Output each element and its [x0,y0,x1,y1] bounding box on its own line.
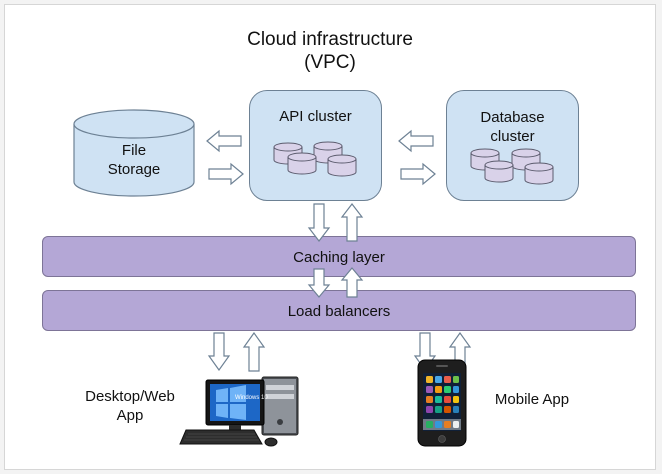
arrow-down-icon [307,203,331,242]
arrow-up-icon [340,203,364,242]
arrow-down-icon [307,268,331,298]
arrow-left-icon [398,129,434,153]
file-storage-label-line-2: Storage [107,161,161,178]
arrow-left-icon [206,129,242,153]
diagram-title: Cloud infrastructure (VPC) [210,28,450,74]
load-balancers-label: Load balancers [287,303,391,320]
api-cluster-label: API cluster [279,108,352,125]
app-grid [423,376,461,430]
database-cluster-label-line-1: Database [480,109,545,126]
desktop-client-label-line-1: Desktop/Web [85,388,175,405]
database-cluster-label-line-2: cluster [490,128,535,145]
load-balancers-bar [42,290,636,331]
mobile-client-label: Mobile App [494,391,570,408]
caching-layer-bar [42,236,636,277]
desktop-client-label: Desktop/Web App [72,387,188,425]
monitor-screen-text: Windows 10 [235,395,268,401]
file-storage-label: File Storage [84,141,184,179]
arrow-up-icon [242,331,266,372]
arrow-down-icon [207,332,231,372]
database-cluster-box [446,90,579,201]
file-storage-label-line-1: File [121,142,147,159]
arrow-right-icon [400,162,436,186]
title-line-2: (VPC) [304,52,356,73]
caching-layer-label: Caching layer [293,249,385,266]
desktop-client-label-line-2: App [116,407,144,424]
title-line-1: Cloud infrastructure [247,29,413,50]
arrow-up-icon [340,267,364,298]
database-cluster-label: Database cluster [446,108,579,146]
arrow-right-icon [208,162,244,186]
